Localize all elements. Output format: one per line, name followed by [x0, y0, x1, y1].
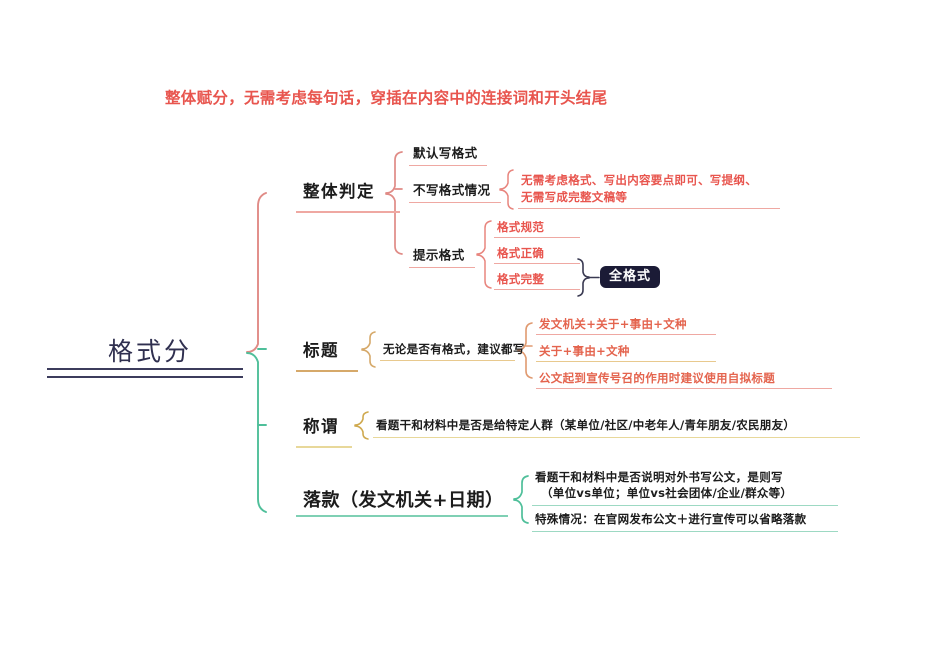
node-hint-format-underline [409, 267, 475, 268]
leaf-title-pattern-2-underline [536, 361, 716, 362]
leaf-format-complete-underline [494, 289, 580, 290]
node-no-format-case-underline [409, 202, 501, 203]
leaf-title-pattern-3[interactable]: 公文起到宣传号召的作用时建议使用自拟标题 [539, 371, 775, 385]
node-default-format-underline [409, 165, 487, 166]
branch-underline-heading [296, 370, 358, 372]
leaf-format-correct-underline [494, 263, 580, 264]
badge-full-format[interactable]: 全格式 [600, 266, 661, 288]
note-salutation-underline [373, 437, 860, 438]
leaf-title-pattern-3-underline [536, 388, 832, 389]
node-default-format[interactable]: 默认写格式 [413, 145, 478, 161]
leaf-format-standard[interactable]: 格式规范 [497, 220, 545, 234]
leaf-format-correct[interactable]: 格式正确 [497, 246, 545, 260]
leaf-signature-exception: 特殊情况：在官网发布公文＋进行宣传可以省略落款 [535, 512, 807, 526]
branch-label-judgement[interactable]: 整体判定 [303, 182, 375, 201]
page-title: 整体赋分，无需考虑每句话，穿插在内容中的连接词和开头结尾 [165, 89, 608, 107]
note-heading-underline [380, 360, 515, 361]
leaf-title-pattern-2[interactable]: 关于+事由+文种 [539, 344, 630, 358]
leaf-format-complete[interactable]: 格式完整 [497, 272, 545, 286]
root-node-underline [47, 368, 243, 378]
branch-underline-judgement [296, 211, 400, 213]
detail-no-format-underline [518, 208, 780, 209]
branch-label-signature[interactable]: 落款（发文机关+日期） [303, 490, 504, 511]
branch-underline-salutation [296, 446, 352, 448]
leaf-signature-rule-line1: 看题干和材料中是否说明对外书写公文，是则写 [535, 470, 783, 484]
leaf-format-standard-underline [494, 237, 580, 238]
detail-no-format-line1: 无需考虑格式、写出内容要点即可、写提纲、 [521, 173, 757, 187]
branch-underline-signature [296, 515, 508, 517]
leaf-signature-rule-line2: （单位vs单位；单位vs社会团体/企业/群众等） [541, 486, 793, 500]
node-hint-format[interactable]: 提示格式 [413, 247, 465, 263]
note-heading: 无论是否有格式，建议都写 [383, 342, 525, 356]
leaf-signature-rule-underline [532, 505, 838, 506]
note-salutation: 看题干和材料中是否是给特定人群（某单位/社区/中老年人/青年朋友/农民朋友） [376, 418, 796, 432]
branch-label-heading[interactable]: 标题 [303, 341, 339, 360]
branch-label-salutation[interactable]: 称谓 [303, 417, 339, 436]
leaf-title-pattern-1-underline [536, 334, 716, 335]
detail-no-format-line2: 无需写成完整文稿等 [521, 190, 628, 204]
leaf-title-pattern-1[interactable]: 发文机关+关于+事由+文种 [539, 317, 687, 331]
node-no-format-case[interactable]: 不写格式情况 [413, 182, 491, 198]
leaf-signature-exception-underline [532, 531, 838, 532]
root-node-label: 格式分 [108, 337, 193, 366]
